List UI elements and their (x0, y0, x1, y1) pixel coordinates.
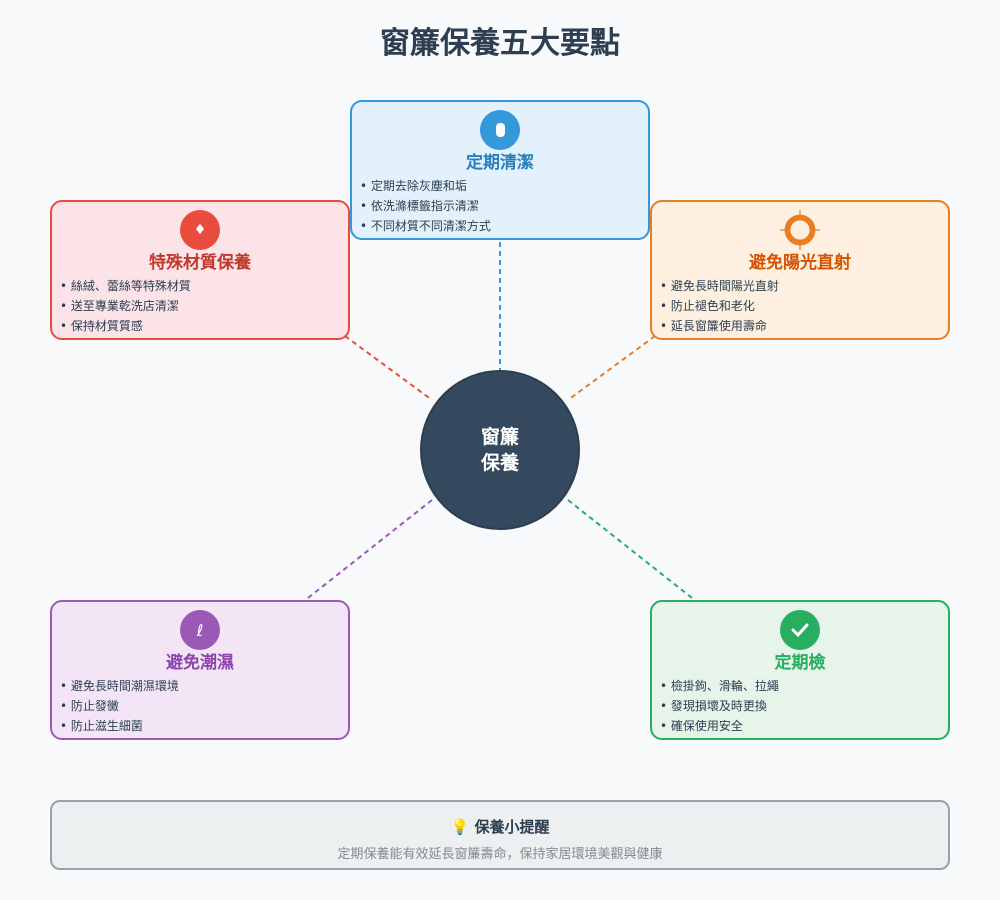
list-item: 送至專業乾洗店清潔 (60, 296, 191, 316)
card-title: 定期檢 (774, 653, 826, 673)
connector-left-bottom (307, 499, 433, 599)
list-item: 定期去除灰塵和垢 (360, 176, 491, 196)
center-node: 窗簾 保養 (420, 370, 580, 530)
card-title: 避免潮濕 (166, 653, 234, 673)
list-item: 避免長時間陽光直射 (660, 276, 779, 296)
card-special-material: ♦ 特殊材質保養 絲絨、蕾絲等特殊材質送至專業乾洗店清潔保持材質質感 (50, 200, 350, 340)
humidity-icon: ℓ (180, 610, 220, 650)
tip-text: 定期保養能有效延長窗簾壽命，保持家居環境美觀與健康 (337, 847, 663, 862)
card-avoid-humidity: ℓ 避免潮濕 避免長時間潮濕環境防止發黴防止滋生細菌 (50, 600, 350, 740)
tip-box: 💡 保養小提醒 定期保養能有效延長窗簾壽命，保持家居環境美觀與健康 (50, 800, 950, 870)
connector-left-top (344, 335, 433, 401)
card-title: 定期清潔 (466, 153, 534, 173)
card-title: 避免陽光直射 (749, 253, 851, 273)
center-label-line1: 窗簾 (480, 426, 519, 448)
list-item: 保持材質質感 (60, 316, 191, 336)
lightbulb-icon: 💡 (450, 818, 470, 836)
list-item: 延長窗簾使用壽命 (660, 316, 779, 336)
fabric-icon: ♦ (180, 210, 220, 250)
card-title: 特殊材質保養 (149, 253, 251, 273)
connector-right-bottom (567, 499, 693, 599)
list-item: 確保使用安全 (660, 716, 779, 736)
center-label-line2: 保養 (480, 452, 519, 474)
soap-icon (480, 110, 520, 150)
card-regular-cleaning: 定期清潔 定期去除灰塵和垢依洗滌標籤指示清潔不同材質不同清潔方式 (350, 100, 650, 240)
list-item: 絲絨、蕾絲等特殊材質 (60, 276, 191, 296)
card-avoid-sunlight: 避免陽光直射 避免長時間陽光直射防止褪色和老化延長窗簾使用壽命 (650, 200, 950, 340)
list-item: 依洗滌標籤指示清潔 (360, 196, 491, 216)
sun-icon (780, 210, 820, 250)
connector-right-top (567, 335, 656, 401)
check-icon (780, 610, 820, 650)
list-item: 不同材質不同清潔方式 (360, 216, 491, 236)
list-item: 發現損壞及時更換 (660, 696, 779, 716)
list-item: 避免長時間潮濕環境 (60, 676, 179, 696)
list-item: 防止發黴 (60, 696, 179, 716)
card-regular-inspection: 定期檢 檢掛鉤、滑輪、拉繩發現損壞及時更換確保使用安全 (650, 600, 950, 740)
list-item: 防止褪色和老化 (660, 296, 779, 316)
page-title: 窗簾保養五大要點 (380, 26, 620, 61)
list-item: 防止滋生細菌 (60, 716, 179, 736)
tip-heading: 保養小提醒 (474, 818, 550, 836)
list-item: 檢掛鉤、滑輪、拉繩 (660, 676, 779, 696)
